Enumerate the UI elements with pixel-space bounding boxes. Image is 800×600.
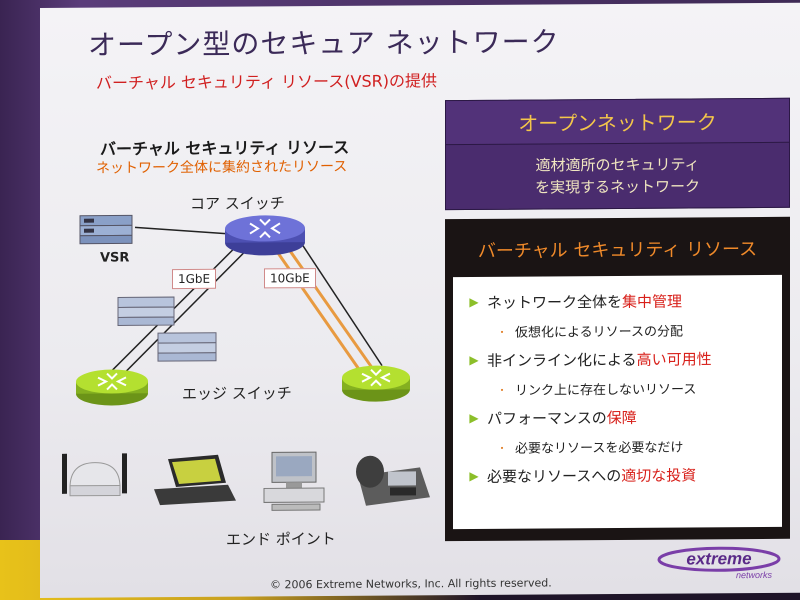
list-item: ▶ パフォーマンスの保障: [461, 401, 774, 433]
list-item: ▶ 非インライン化による高い可用性: [461, 343, 774, 375]
link-10g-a: [270, 243, 362, 372]
vsr-panel-list: ▶ ネットワーク全体を集中管理 ・ 仮想化によるリソースの分配 ▶ 非インライン…: [453, 274, 782, 530]
vsr-panel-title: バーチャル セキュリティ リソース: [477, 238, 758, 262]
svg-text:extreme: extreme: [686, 549, 751, 568]
edge-switch-right-router-icon: [342, 365, 410, 402]
dot-bullet-icon: ・: [497, 385, 507, 397]
vsr-link: [134, 226, 241, 236]
laptop-icon: [154, 454, 236, 506]
ip-phone-icon: [356, 455, 430, 506]
open-network-line: 適材適所のセキュリティ: [535, 155, 700, 175]
vsr-server-icon: [79, 214, 133, 245]
edge-switch-left-router-icon: [76, 369, 148, 406]
link-10gbe-label: 10GbE: [264, 268, 316, 289]
server-icon: [157, 332, 217, 362]
core-switch-label: コア スイッチ: [190, 194, 285, 213]
presentation-slide: オープン型のセキュア ネットワーク バーチャル セキュリティ リソース(VSR)…: [40, 2, 800, 599]
link-10g-b: [282, 241, 374, 369]
link-core-edge-left-2: [117, 243, 253, 380]
server-icon: [117, 296, 175, 326]
edge-switch-label: エッジ スイッチ: [182, 384, 292, 404]
triangle-bullet-icon: ▶: [469, 294, 479, 310]
vsr-label: VSR: [100, 250, 130, 266]
open-network-title: オープンネットワーク: [446, 98, 789, 146]
triangle-bullet-icon: ▶: [469, 468, 479, 484]
vsr-panel: バーチャル セキュリティ リソース ▶ ネットワーク全体を集中管理 ・ 仮想化に…: [445, 216, 790, 542]
dot-bullet-icon: ・: [497, 443, 507, 455]
extreme-networks-logo: extreme networks: [657, 546, 781, 580]
dot-bullet-icon: ・: [497, 327, 507, 339]
triangle-bullet-icon: ▶: [469, 352, 479, 368]
list-subitem: ・ 必要なリソースを必要なだけ: [497, 440, 684, 457]
open-network-line: を実現するネットワーク: [534, 177, 700, 197]
open-network-box: オープンネットワーク 適材適所のセキュリティ を実現するネットワーク: [445, 97, 790, 211]
desktop-pc-icon: [263, 451, 325, 511]
list-subitem: ・ 仮想化によるリソースの分配: [497, 324, 683, 341]
core-switch-router-icon: [225, 215, 305, 256]
access-point-icon: [62, 453, 127, 497]
link-1gbe-label: 1GbE: [172, 268, 217, 290]
triangle-bullet-icon: ▶: [469, 410, 479, 426]
svg-text:networks: networks: [736, 570, 773, 580]
copyright-text: © 2006 Extreme Networks, Inc. All rights…: [270, 576, 552, 592]
list-item: ▶ ネットワーク全体を集中管理: [461, 285, 774, 317]
network-diagram: [62, 214, 430, 511]
list-item: ▶ 必要なリソースへの適切な投資: [461, 459, 774, 491]
list-subitem: ・ リンク上に存在しないリソース: [497, 381, 697, 399]
endpoint-label: エンド ポイント: [226, 529, 336, 549]
link-core-edge-right: [297, 237, 383, 367]
open-network-description: 適材適所のセキュリティ を実現するネットワーク: [446, 143, 789, 209]
